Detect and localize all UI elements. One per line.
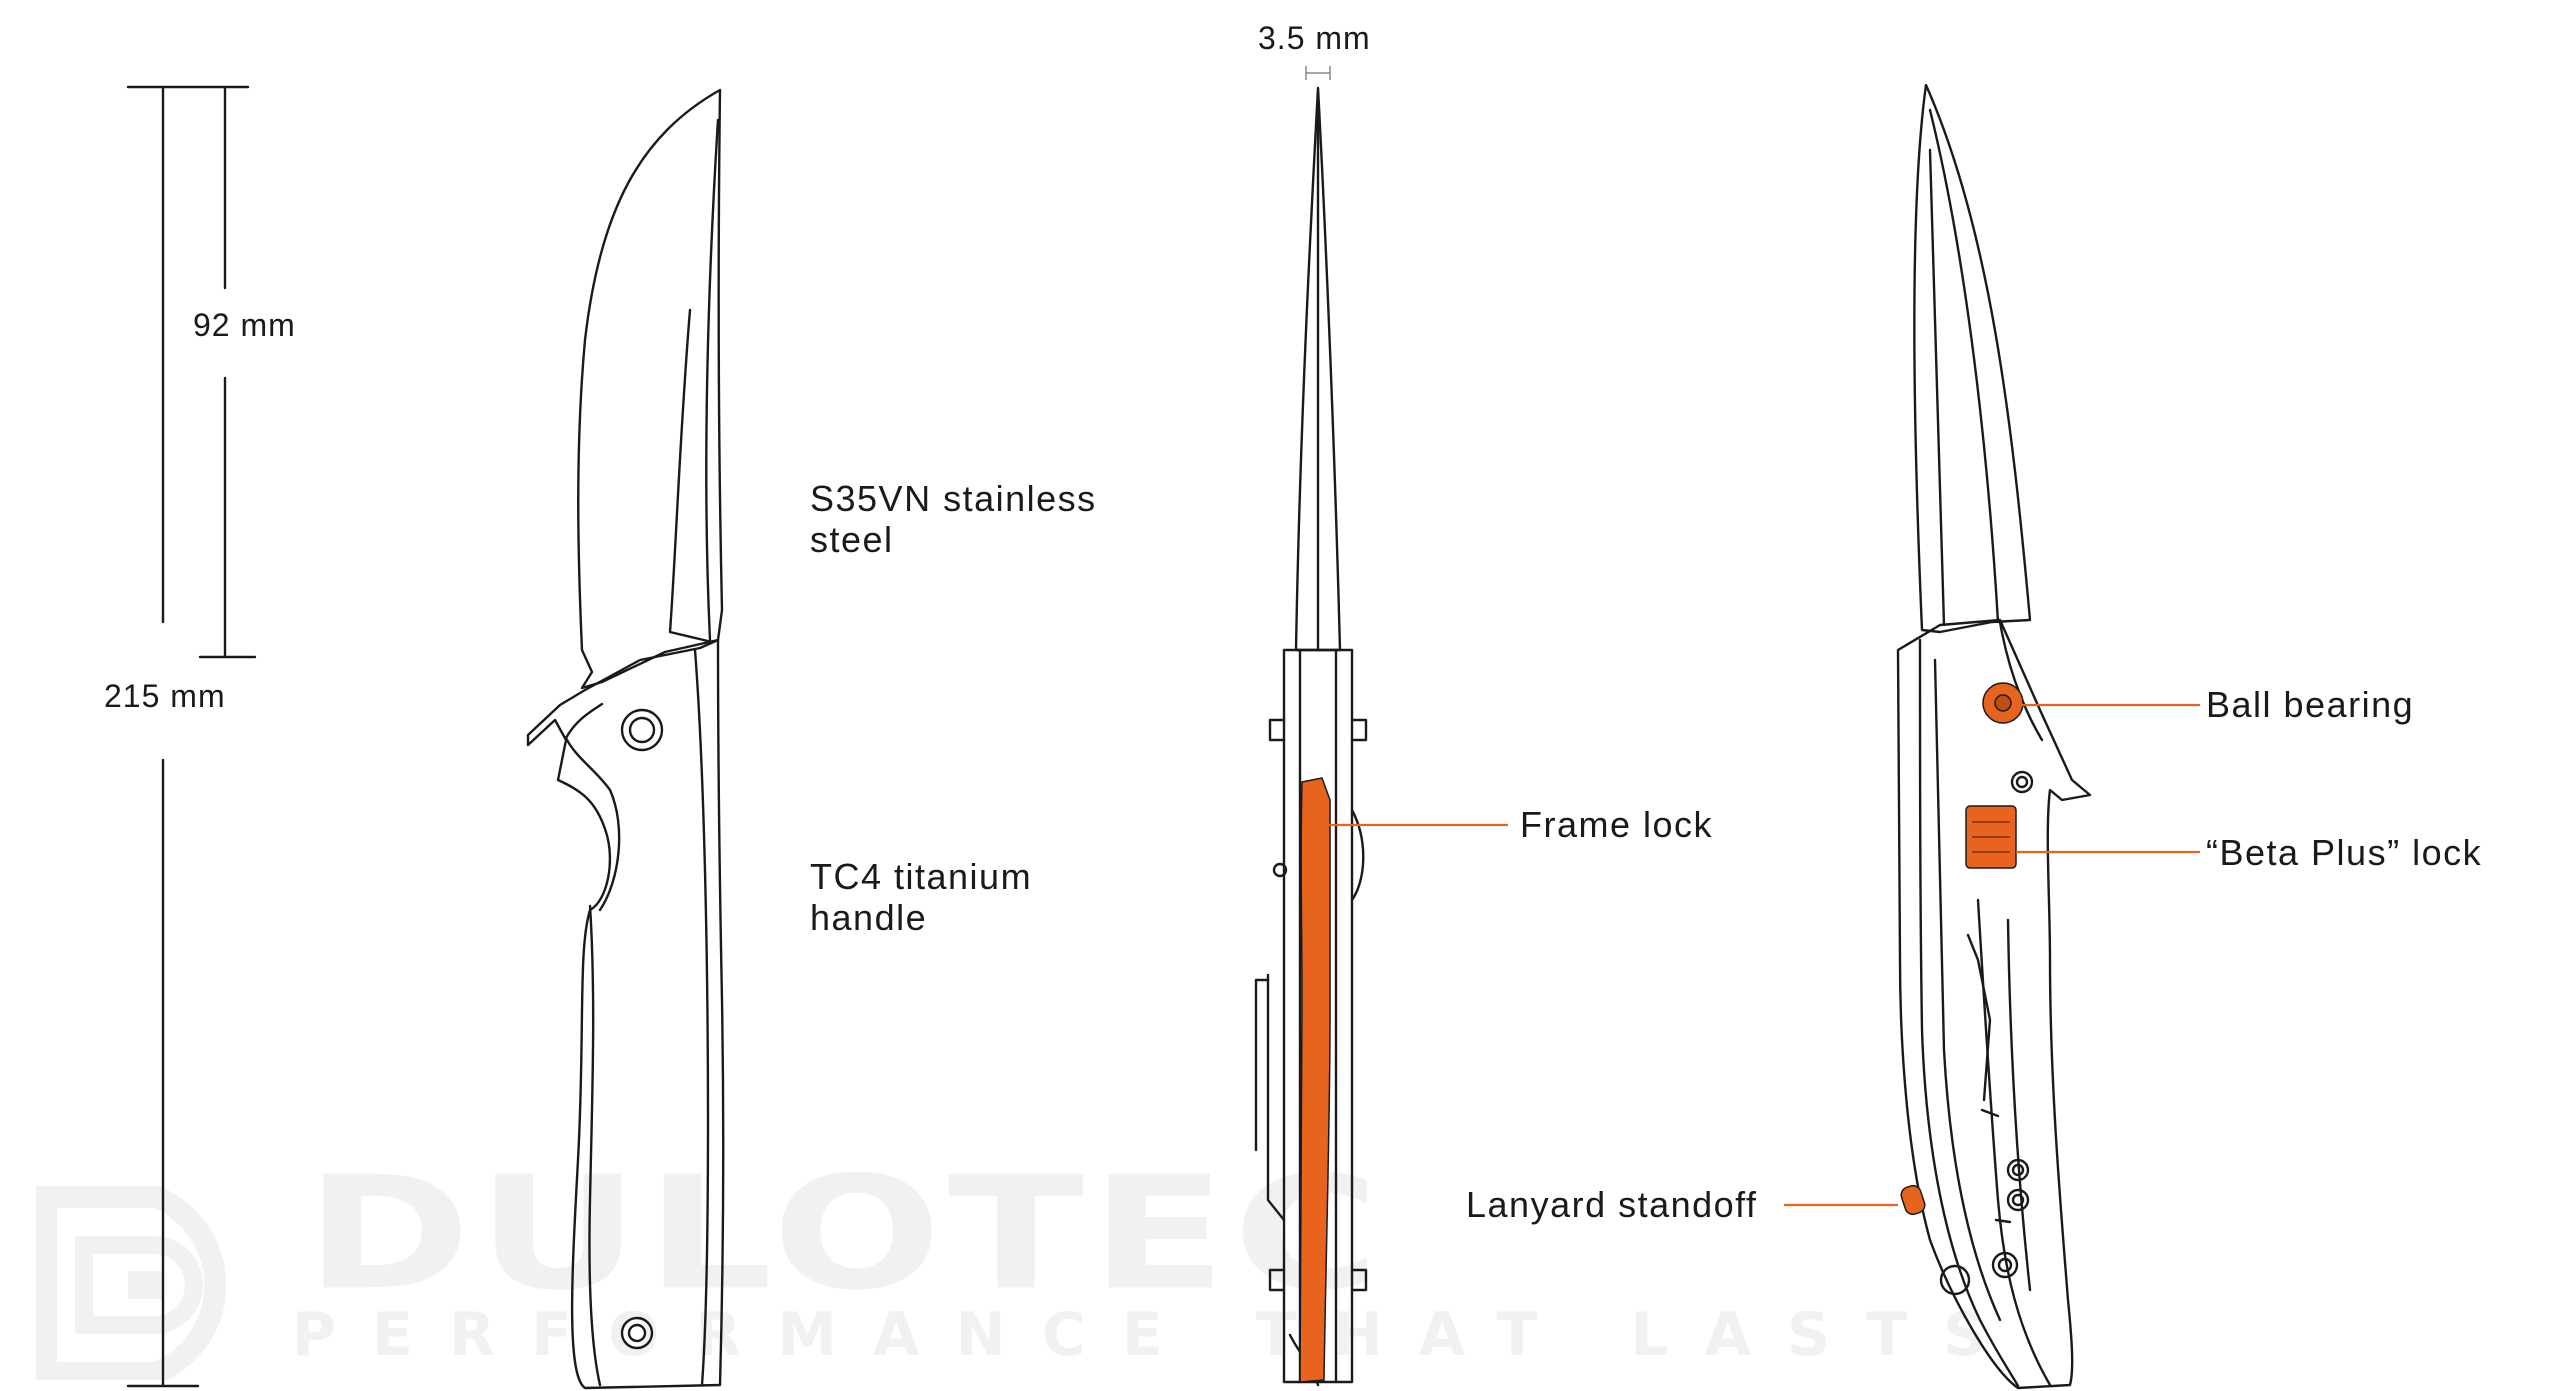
- handle-material-line1: TC4 titanium: [810, 856, 1033, 897]
- knife-side-view: [526, 88, 725, 1390]
- lanyard-standoff: [1900, 1184, 1926, 1216]
- frame-lock-label: Frame lock: [1520, 804, 1714, 845]
- overall-length-label: 215 mm: [104, 678, 226, 714]
- dimension-lines: [126, 85, 257, 1388]
- ball-bearing-label: Ball bearing: [2206, 684, 2415, 725]
- callout-leaders: [1318, 703, 2200, 1207]
- watermark-brand: DULOTEC: [305, 1143, 1386, 1325]
- lanyard-standoff-label: Lanyard standoff: [1466, 1184, 1758, 1225]
- blade-material-line1: S35VN stainless: [810, 478, 1097, 519]
- knife-reverse-view: [1896, 83, 2092, 1390]
- blade-length-label: 92 mm: [193, 307, 296, 343]
- blade-material-line2: steel: [810, 519, 894, 560]
- handle-material-line2: handle: [810, 897, 928, 938]
- beta-plus-lock-label: “Beta Plus” lock: [2206, 832, 2483, 873]
- thickness-label: 3.5 mm: [1258, 20, 1371, 56]
- highlighted-components: [1299, 682, 2024, 1383]
- thickness-indicator: [1305, 66, 1331, 80]
- frame-lock-bar: [1299, 777, 1331, 1383]
